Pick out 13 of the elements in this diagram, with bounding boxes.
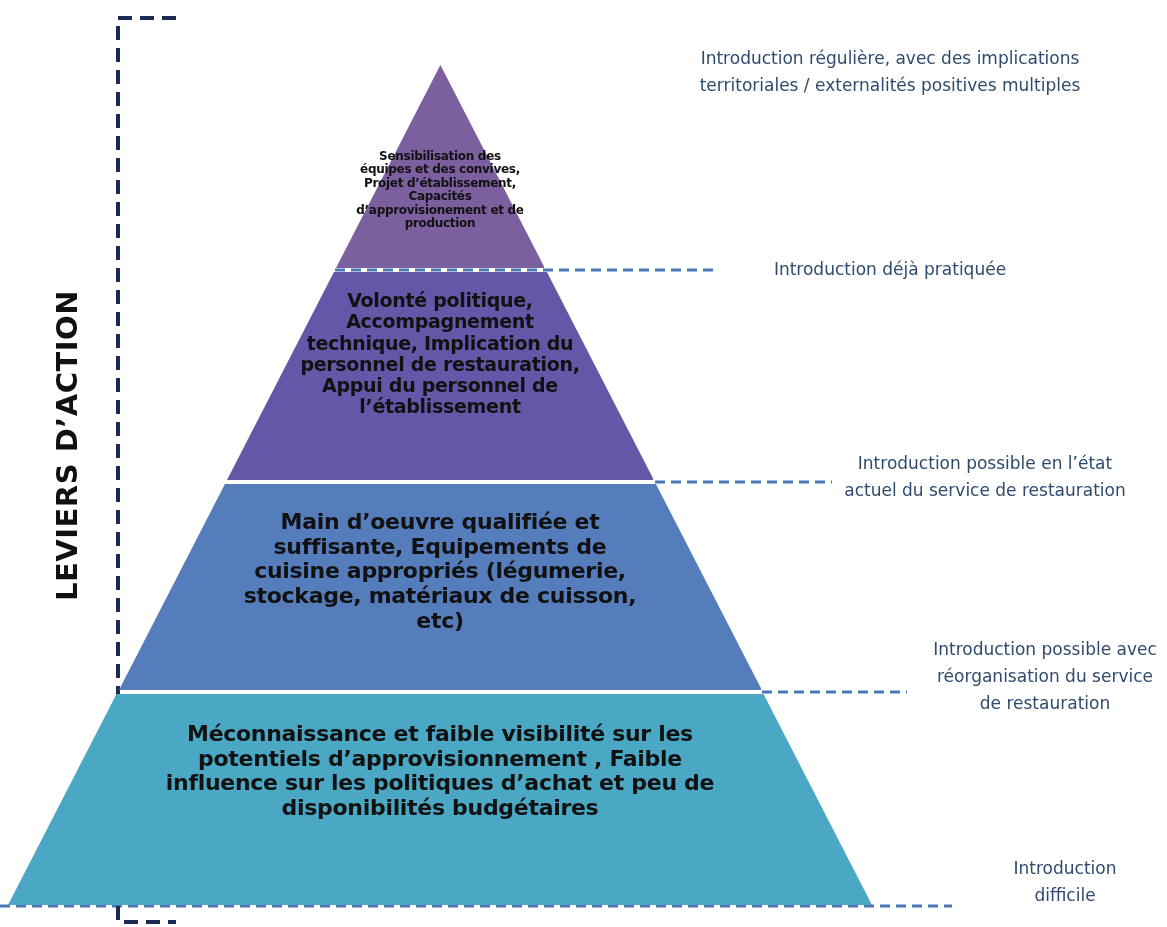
pyramid-tier [226, 272, 654, 480]
level-description: Introduction régulière, avec des implications territoriales / externalités positives multiples [698, 47, 1082, 98]
pyramid-tier [118, 484, 762, 690]
pyramid-tier [8, 694, 872, 905]
level-description: Introduction déjà pratiquée [772, 258, 1008, 281]
pyramid-tier [335, 65, 545, 268]
level-description: Introduction possible en l’état actuel du service de restauration [843, 452, 1127, 503]
level-description: Introduction possible avec réorganisation du service de restauration [932, 638, 1158, 716]
axis-title: LEVIERS D’ACTION [50, 290, 84, 601]
tier-text: Méconnaissance et faible visibilité sur les potentiels d’approvisionnement , Faible influence sur les politiques d’achat et peu de disponibilités budgétaires [164, 722, 716, 821]
tier-text: Main d’oeuvre qualifiée et suffisante, Equipements de cuisine appropriés (légumerie, stockage, matériaux de cuisson, etc) [242, 510, 638, 634]
tier-text: Volonté politique, Accompagnement technique, Implication du personnel de restauration, Appui du personnel de l’établissement [299, 290, 581, 418]
level-description: Introduction difficile [1012, 857, 1118, 908]
